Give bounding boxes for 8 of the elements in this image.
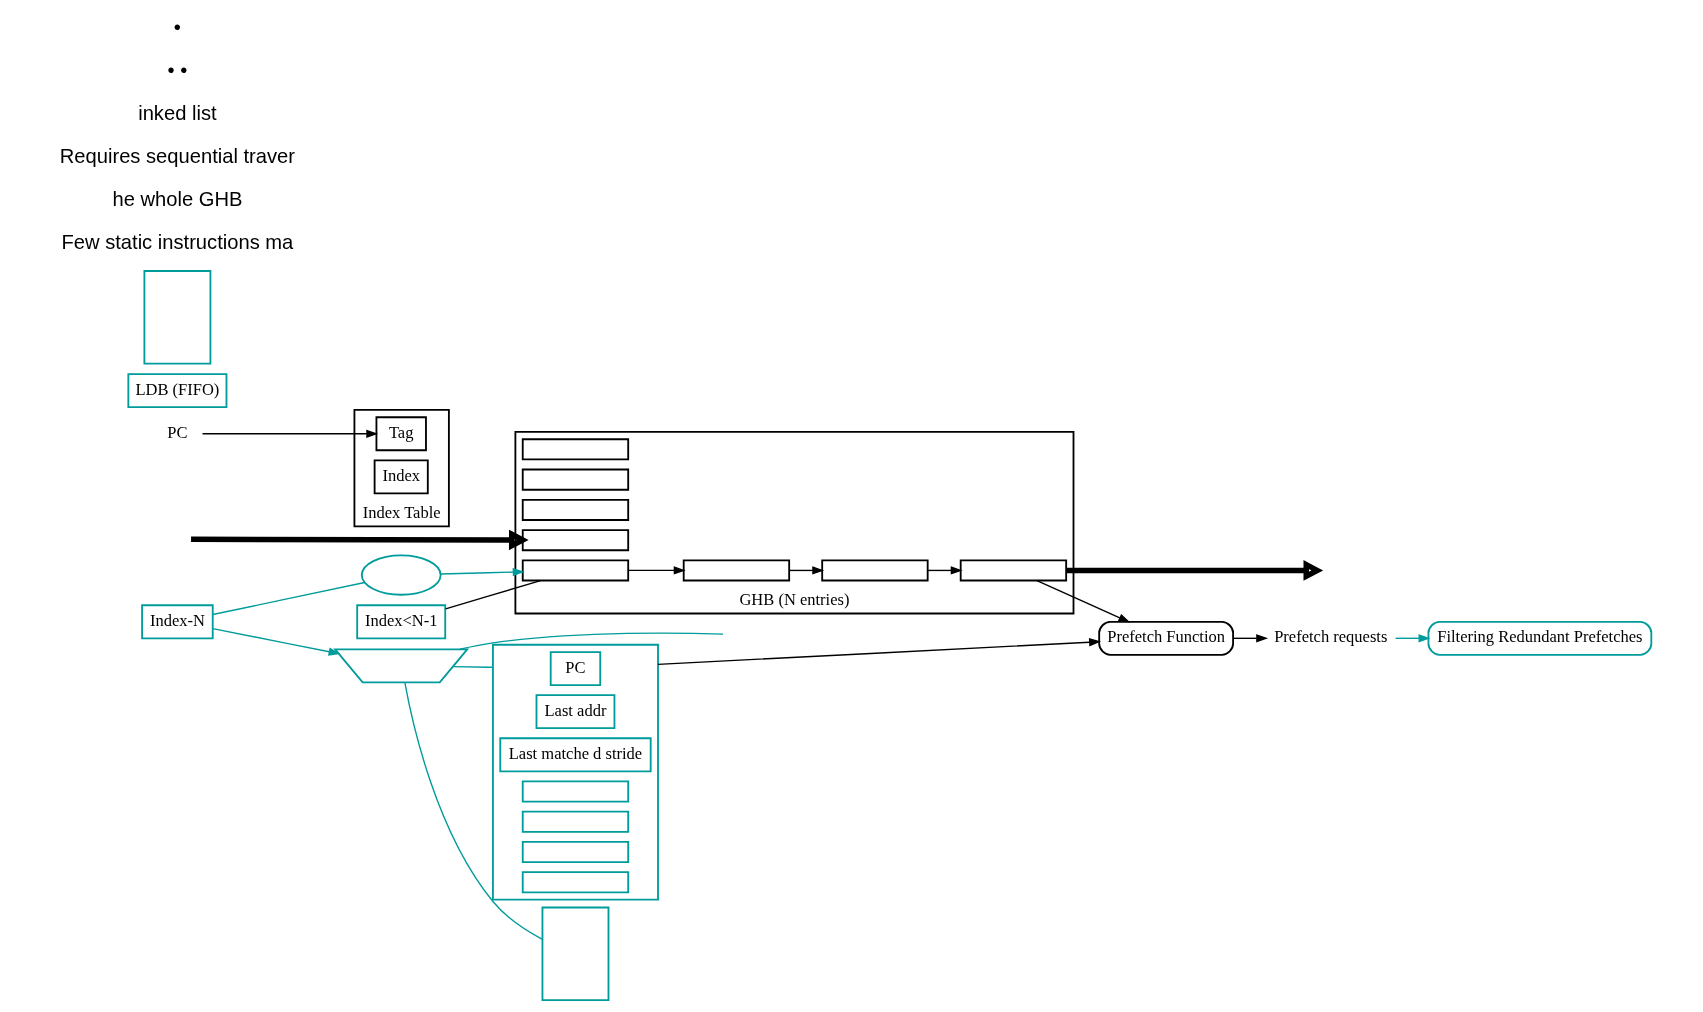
label: inked list <box>137 101 217 124</box>
label: • <box>173 15 181 38</box>
label: Few static instructions ma <box>60 231 293 254</box>
label: he whole GHB <box>111 187 242 210</box>
node-text: Prefetch requests <box>1273 627 1387 647</box>
label: Requires sequential traver <box>59 144 295 167</box>
node-text: PC <box>166 422 187 442</box>
label: • • <box>167 58 187 81</box>
